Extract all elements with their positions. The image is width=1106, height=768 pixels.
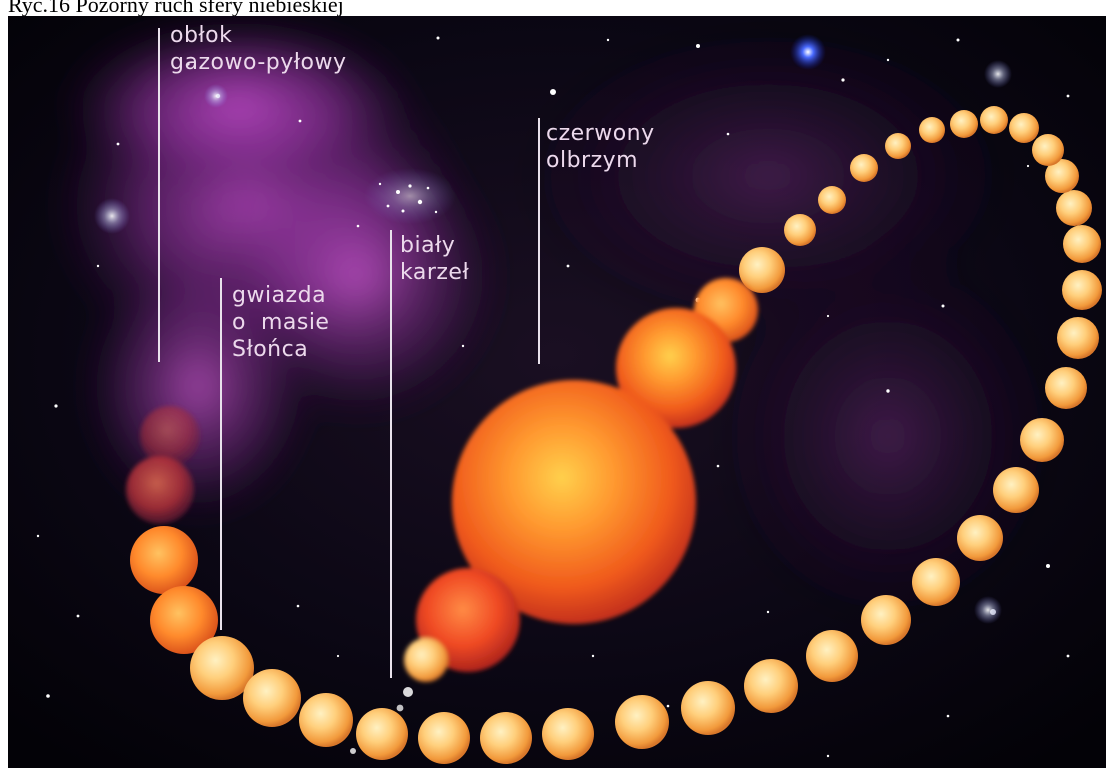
sequence-star <box>418 712 470 764</box>
sequence-star <box>480 712 532 764</box>
sequence-star <box>356 708 408 760</box>
cloud-pointer-line <box>158 28 160 362</box>
sequence-star <box>744 659 798 713</box>
sunlike-star-pointer-line <box>220 278 222 630</box>
sequence-star <box>1009 113 1039 143</box>
sequence-star <box>912 558 960 606</box>
white-dwarf-label-line2: karzeł <box>400 259 469 286</box>
cloud-label-line2: gazowo-pyłowy <box>170 49 346 76</box>
cloud-label: obłok gazowo-pyłowy <box>170 22 346 76</box>
sequence-star <box>615 695 669 749</box>
cloud-label-line1: obłok <box>170 22 346 49</box>
sequence-star <box>885 133 911 159</box>
stellar-evolution-illustration: obłok gazowo-pyłowy gwiazda o masie Słoń… <box>8 16 1106 768</box>
white-dwarf-precursor <box>404 638 448 682</box>
sequence-star <box>299 693 353 747</box>
sequence-star <box>1056 190 1092 226</box>
sequence-star <box>1063 225 1101 263</box>
white-dwarf-label-line1: biały <box>400 232 469 259</box>
sunlike-star-label-line2: o masie <box>232 309 329 336</box>
white-dwarf-label: biały karzeł <box>400 232 469 286</box>
sequence-star <box>1032 134 1064 166</box>
sunlike-star-label: gwiazda o masie Słońca <box>232 282 329 363</box>
white-dwarf-pointer-line <box>390 230 392 678</box>
sequence-star <box>542 708 594 760</box>
sequence-star <box>993 467 1039 513</box>
blue-star <box>790 34 826 70</box>
star-cluster <box>364 168 456 224</box>
sunlike-star-label-line3: Słońca <box>232 336 329 363</box>
sequence-star <box>850 154 878 182</box>
sequence-star <box>681 681 735 735</box>
sequence-star <box>919 117 945 143</box>
sunlike-star-label-line1: gwiazda <box>232 282 329 309</box>
sequence-star <box>806 630 858 682</box>
sequence-star <box>861 595 911 645</box>
sequence-star <box>243 669 301 727</box>
sequence-star <box>1020 418 1064 462</box>
sequence-star <box>1045 367 1087 409</box>
sequence-star <box>1062 270 1102 310</box>
sequence-star <box>950 110 978 138</box>
sequence-star <box>957 515 1003 561</box>
red-giant-pointer-line <box>538 118 540 364</box>
red-giant-label-line2: olbrzym <box>546 147 655 174</box>
red-giant-label: czerwony olbrzym <box>546 120 655 174</box>
sequence-star <box>818 186 846 214</box>
sequence-star <box>130 526 198 594</box>
sequence-star <box>980 106 1008 134</box>
red-giant-label-line1: czerwony <box>546 120 655 147</box>
sequence-star <box>784 214 816 246</box>
sequence-star <box>1057 317 1099 359</box>
